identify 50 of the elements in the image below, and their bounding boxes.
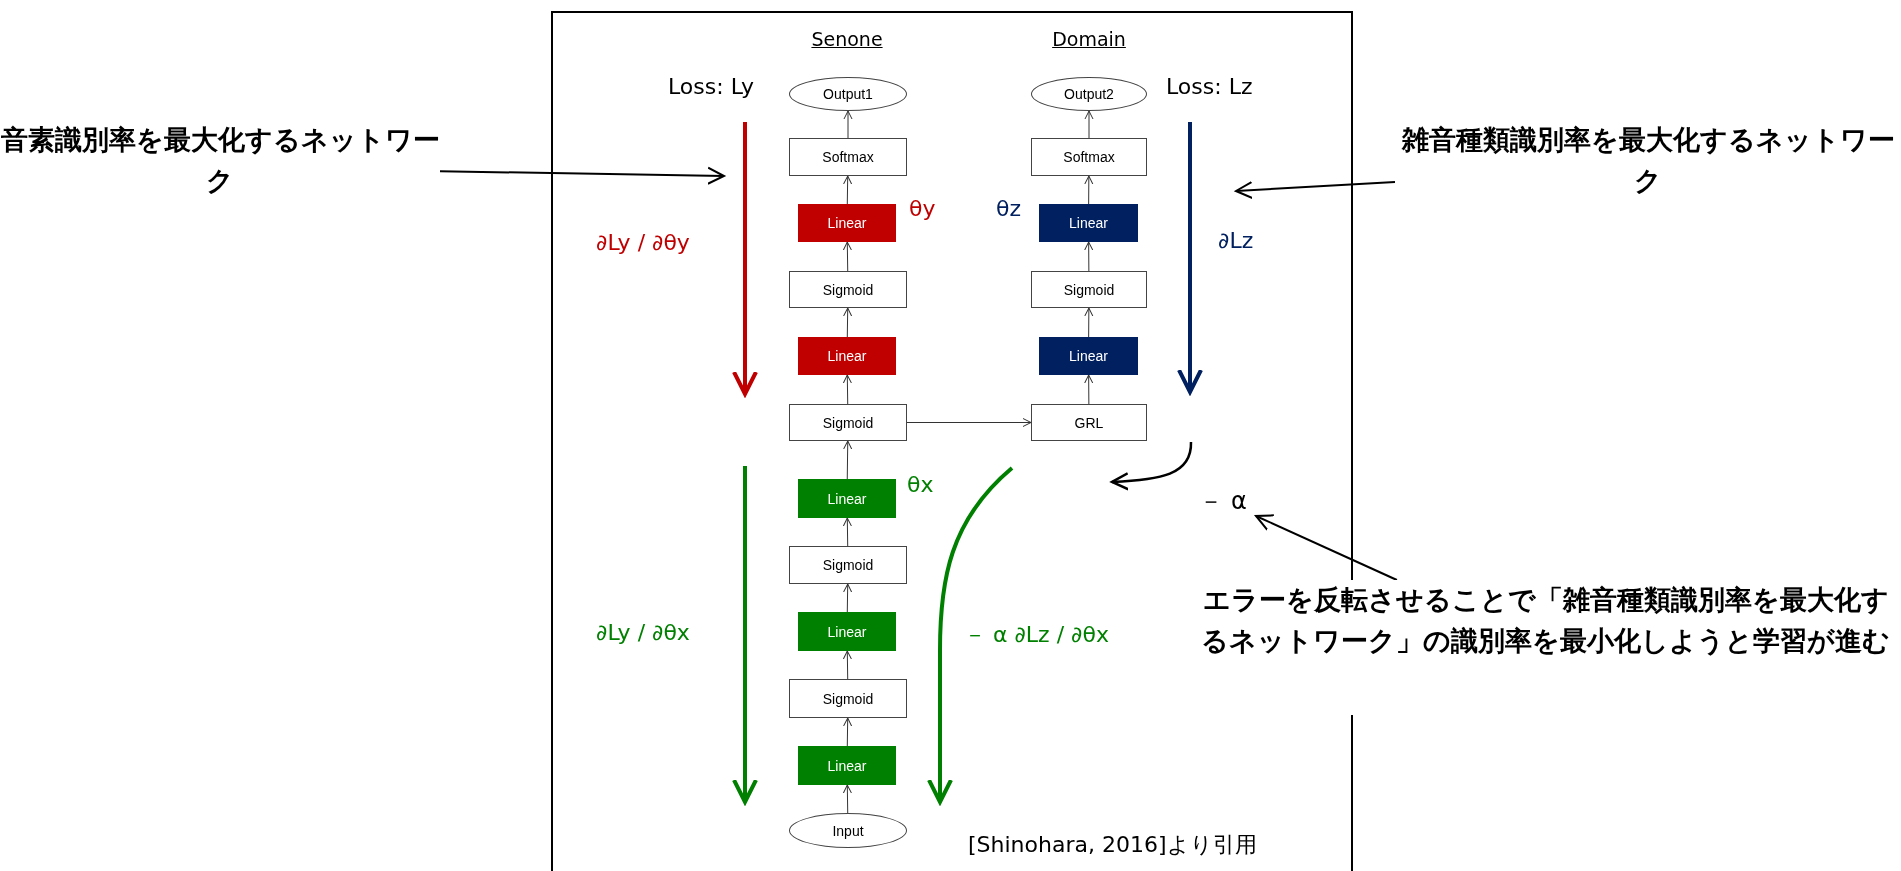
layer-box: Sigmoid bbox=[789, 679, 907, 718]
io-ellipse: Output2 bbox=[1031, 77, 1147, 111]
arrow bbox=[842, 517, 852, 547]
arrow bbox=[843, 583, 853, 613]
math-label: ∂Ly / ∂θx bbox=[596, 620, 690, 645]
arrow bbox=[842, 650, 852, 680]
factor-label: － α bbox=[1190, 484, 1256, 518]
layer-box: Linear bbox=[798, 479, 896, 518]
layer-box: Sigmoid bbox=[789, 404, 907, 441]
arrow bbox=[1084, 110, 1094, 139]
math-label: θz bbox=[996, 196, 1021, 221]
layer-box: Linear bbox=[798, 337, 896, 375]
math-label: θy bbox=[909, 196, 936, 221]
math-label: Loss: Ly bbox=[668, 74, 754, 99]
arrow bbox=[906, 418, 1032, 427]
layer-box: GRL bbox=[1031, 404, 1147, 441]
leader-line bbox=[1255, 514, 1398, 581]
leader-line bbox=[1235, 180, 1396, 200]
arrow bbox=[843, 440, 853, 480]
arrow bbox=[843, 717, 853, 747]
arrow bbox=[842, 374, 852, 405]
arrow bbox=[1084, 175, 1094, 205]
math-label: Loss: Lz bbox=[1166, 74, 1253, 99]
layer-box: Linear bbox=[798, 746, 896, 785]
column-heading: Senone bbox=[811, 28, 883, 50]
math-label: ∂Lz bbox=[1218, 228, 1254, 253]
math-label: ∂Ly / ∂θy bbox=[596, 230, 690, 255]
arrow bbox=[1084, 307, 1094, 338]
arrow bbox=[1084, 374, 1094, 405]
layer-box: Softmax bbox=[789, 138, 907, 176]
column-heading: Domain bbox=[1052, 28, 1126, 50]
layer-box: Linear bbox=[798, 612, 896, 651]
arrow bbox=[842, 784, 852, 814]
layer-box: Softmax bbox=[1031, 138, 1147, 176]
io-ellipse: Output1 bbox=[789, 77, 907, 111]
math-label: － α ∂Lz / ∂θx bbox=[964, 621, 1109, 649]
arrow bbox=[1084, 241, 1094, 272]
layer-box: Linear bbox=[1039, 337, 1138, 375]
layer-box: Linear bbox=[1039, 204, 1138, 242]
arrow bbox=[843, 175, 853, 205]
layer-box: Linear bbox=[798, 204, 896, 242]
arrow bbox=[842, 241, 852, 272]
arrow bbox=[843, 307, 853, 338]
math-label: θx bbox=[907, 472, 934, 497]
leader-line bbox=[439, 166, 725, 185]
arrow bbox=[843, 110, 853, 139]
io-ellipse: Input bbox=[789, 813, 907, 848]
layer-box: Sigmoid bbox=[1031, 271, 1147, 308]
layer-box: Sigmoid bbox=[789, 271, 907, 308]
layer-box: Sigmoid bbox=[789, 546, 907, 584]
